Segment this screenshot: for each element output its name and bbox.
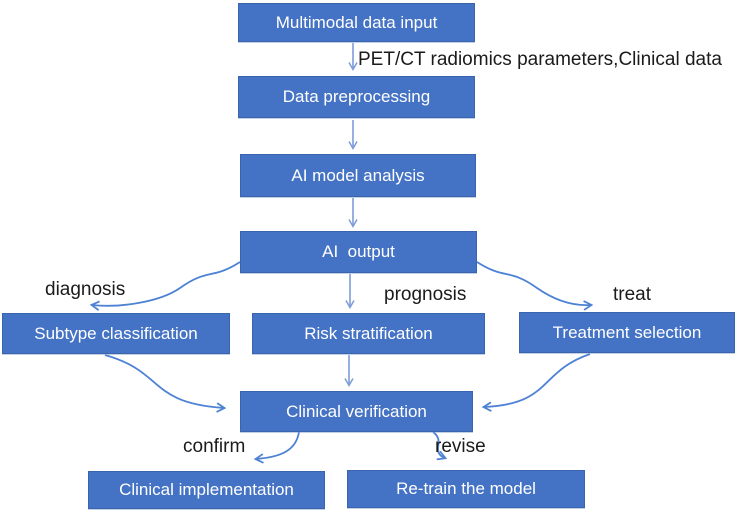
arrow-verification-to-implementation — [253, 431, 300, 464]
arrow-output-to-treatment — [476, 261, 594, 311]
node-clinical-implementation: Clinical implementation — [88, 471, 325, 509]
node-clinical-verification: Clinical verification — [240, 391, 473, 432]
node-retrain-the-model: Re-train the model — [347, 470, 585, 508]
edge-label-diagnosis: diagnosis — [45, 279, 126, 300]
edge-label-revise: revise — [435, 436, 486, 457]
edge-label-confirm: confirm — [183, 436, 246, 457]
arrow-treatment-to-verification — [481, 353, 591, 412]
edge-label-data-description: PET/CT radiomics parameters,Clinical dat… — [358, 49, 722, 70]
edge-label-prognosis: prognosis — [384, 284, 467, 305]
node-subtype-classification: Subtype classification — [2, 313, 230, 354]
node-treatment-selection: Treatment selection — [519, 312, 735, 353]
node-data-preprocessing: Data preprocessing — [238, 76, 475, 118]
node-ai-model-analysis: AI model analysis — [240, 154, 476, 197]
node-ai-output: AI output — [240, 231, 477, 273]
node-multimodal-data-input: Multimodal data input — [238, 3, 475, 42]
arrow-subtype-to-verification — [104, 354, 227, 413]
edge-label-treat: treat — [613, 284, 652, 305]
node-risk-stratification: Risk stratification — [252, 313, 485, 354]
